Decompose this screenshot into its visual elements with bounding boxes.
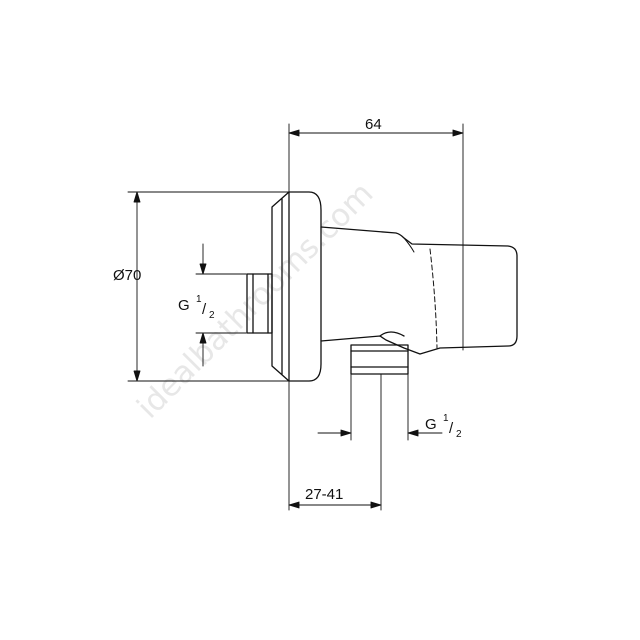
svg-text:2: 2 — [456, 429, 462, 440]
dim-width-label: 64 — [365, 116, 382, 133]
svg-text:G: G — [178, 297, 190, 314]
watermark-text: idealbathrooms.com — [130, 175, 380, 425]
dim-thread-left-label: G 1 / 2 — [178, 294, 215, 321]
svg-text:/: / — [202, 301, 207, 318]
outlet-body — [320, 226, 518, 355]
svg-text:/: / — [449, 420, 454, 437]
svg-text:G: G — [425, 416, 437, 433]
svg-text:2: 2 — [209, 310, 215, 321]
dim-thread-bottom-label: G 1 / 2 — [425, 413, 462, 440]
bottom-thread-connector — [350, 344, 409, 375]
dimension-lines — [133, 129, 464, 509]
extension-lines — [127, 123, 464, 511]
svg-text:1: 1 — [443, 413, 449, 424]
left-thread-connector — [246, 273, 273, 334]
dim-diameter-label: Ø70 — [113, 267, 141, 284]
svg-text:1: 1 — [196, 294, 202, 305]
dim-depth-label: 27-41 — [305, 486, 343, 503]
